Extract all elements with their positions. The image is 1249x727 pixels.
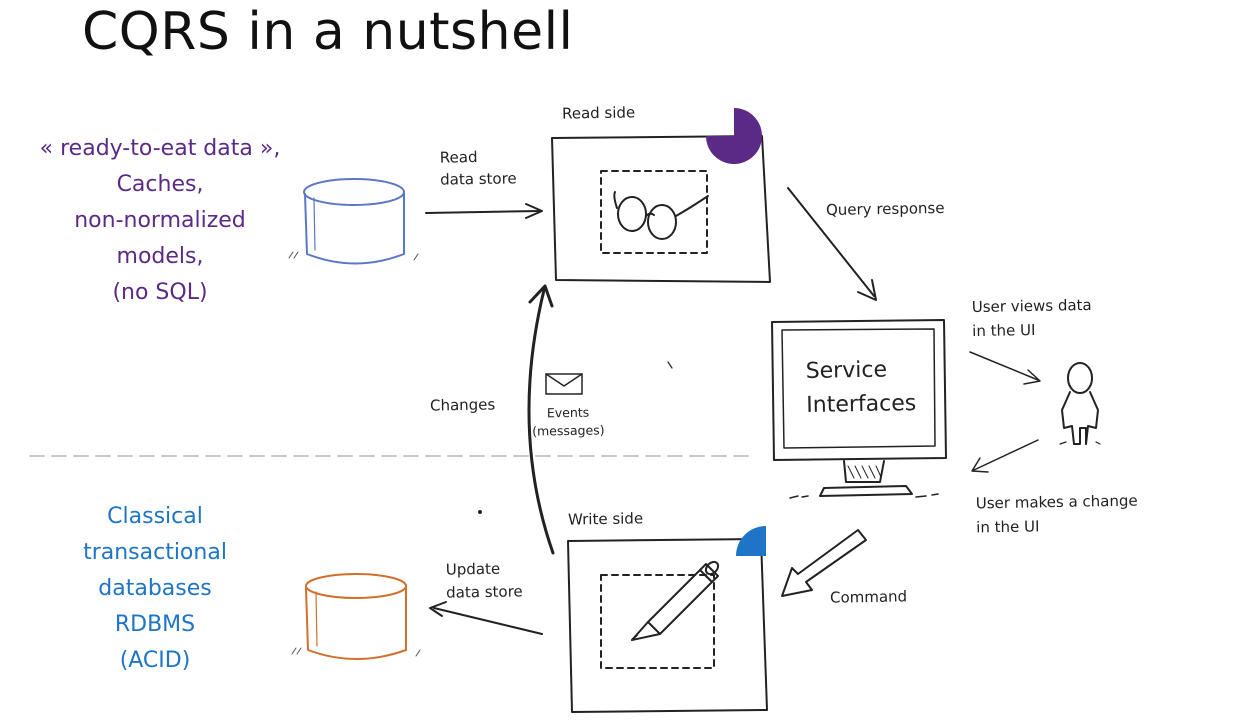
- read-side-marker: [706, 108, 762, 164]
- read-side-box: [551, 135, 771, 283]
- write-side-marker: [736, 526, 766, 556]
- service-interfaces-line: Interfaces: [806, 391, 917, 418]
- command-label: Command: [829, 587, 908, 607]
- read-data-store-label: Read data store: [440, 145, 517, 190]
- read-note-line: (no SQL): [112, 280, 208, 305]
- glasses-icon: [613, 191, 709, 240]
- changes-label: Changes: [429, 395, 496, 415]
- write-side-notes: Classical transactional databases RDBMS …: [40, 499, 270, 679]
- user-views-line: in the UI: [972, 320, 1036, 341]
- events-line: (messages): [532, 422, 605, 439]
- query-response-label: Query response: [825, 198, 945, 220]
- service-interfaces-label: Service Interfaces: [805, 353, 916, 423]
- write-note-line: databases: [98, 576, 212, 601]
- user-change-line: in the UI: [976, 517, 1040, 537]
- write-note-line: RDBMS: [114, 612, 196, 637]
- user-views-line: User views data: [971, 295, 1092, 317]
- user-change-arrow: [971, 439, 1039, 473]
- envelope-icon: [545, 373, 583, 395]
- read-note-line: non-normalized: [74, 208, 246, 233]
- user-icon: [1059, 362, 1101, 445]
- update-data-store-line: data store: [446, 582, 523, 602]
- update-data-store-line: Update: [445, 559, 501, 579]
- write-note-line: Classical: [107, 504, 203, 529]
- user-change-line: User makes a change: [975, 491, 1138, 513]
- changes-arrow: [527, 284, 555, 555]
- read-side-label: Read side: [561, 103, 636, 123]
- write-note-line: (ACID): [119, 648, 191, 673]
- user-change-label: User makes a change in the UI: [976, 489, 1139, 540]
- page-title: CQRS in a nutshell: [82, 2, 574, 62]
- read-side-notes: « ready-to-eat data », Caches, non-norma…: [10, 131, 310, 311]
- user-views-label: User views data in the UI: [972, 293, 1093, 343]
- user-views-arrow: [969, 351, 1041, 385]
- write-note-line: transactional: [83, 540, 227, 565]
- read-note-line: Caches,: [116, 172, 204, 197]
- write-side-box: [567, 538, 768, 713]
- service-interfaces-line: Service: [805, 357, 888, 384]
- read-database-icon: [288, 178, 419, 265]
- events-label: Events (messages): [532, 403, 605, 440]
- events-line: Events: [546, 404, 590, 421]
- read-note-line: models,: [116, 244, 204, 269]
- read-data-store-arrow: [425, 203, 543, 219]
- update-data-store-label: Update data store: [446, 557, 523, 604]
- write-database-icon: [291, 573, 421, 660]
- update-data-store-arrow: [429, 601, 543, 635]
- command-arrow: [781, 529, 867, 597]
- write-side-label: Write side: [567, 509, 644, 529]
- read-note-line: « ready-to-eat data »,: [39, 136, 281, 161]
- read-data-store-line: data store: [440, 169, 517, 189]
- pencil-icon: [631, 560, 720, 641]
- monitor-icon: [771, 319, 947, 499]
- read-data-store-line: Read: [439, 148, 478, 167]
- query-response-arrow: [787, 187, 877, 301]
